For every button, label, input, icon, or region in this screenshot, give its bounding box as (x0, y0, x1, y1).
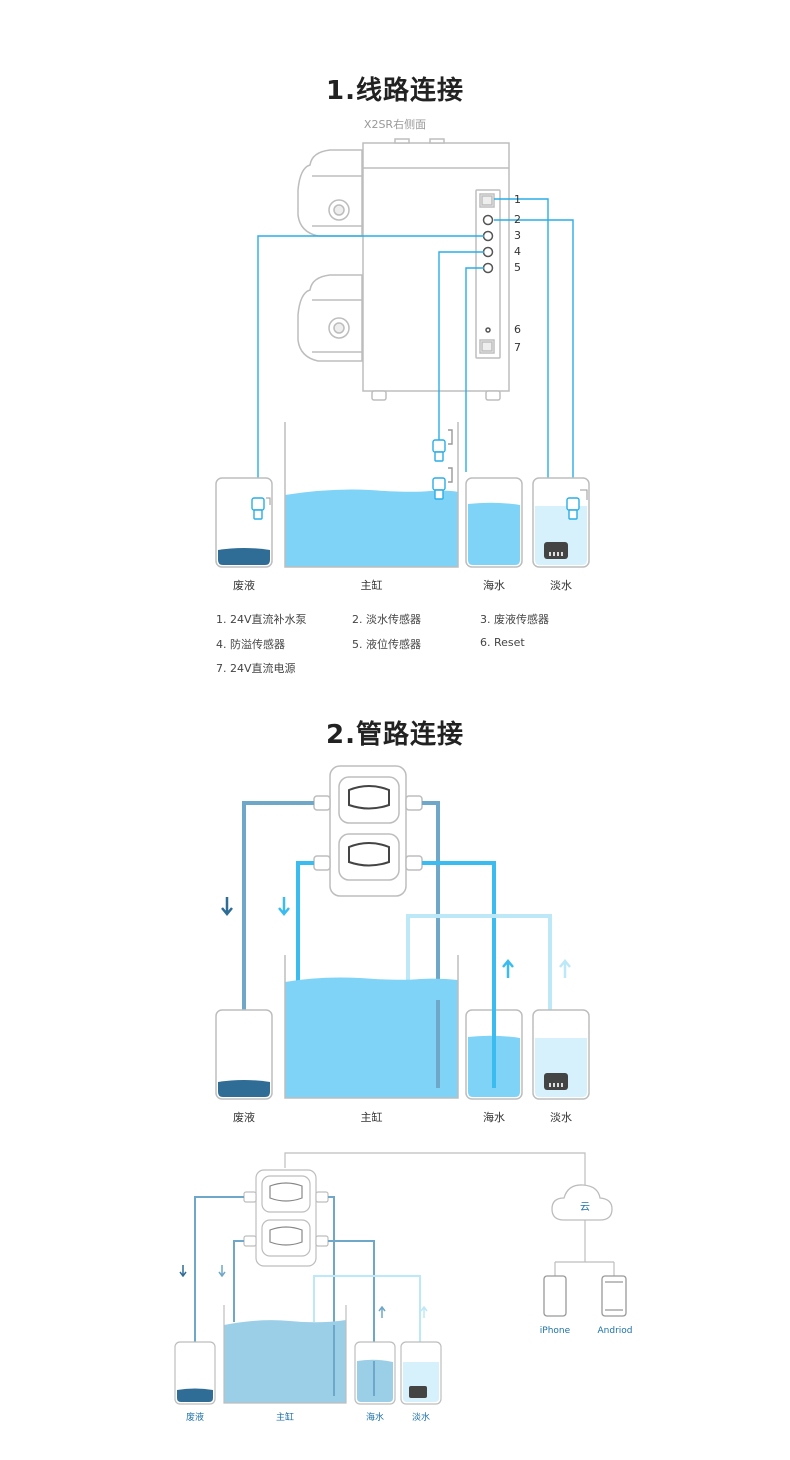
fresh-label-2: 淡水 (550, 1111, 572, 1124)
pipes-3 (194, 1196, 421, 1396)
port-number-2: 2 (514, 213, 521, 226)
main-tank-3 (223, 1305, 347, 1404)
flow-arrows-2 (221, 897, 571, 1042)
main-tank-1 (284, 422, 459, 568)
x2sr-device (297, 138, 510, 401)
legend-item-4: 4. 防溢传感器 (216, 638, 285, 651)
pump-stack-3 (243, 1169, 329, 1267)
fresh-label-3: 淡水 (411, 1413, 430, 1423)
port-number-7: 7 (514, 341, 521, 354)
legend-item-1: 1. 24V直流补水泵 (216, 613, 307, 626)
section2-title: 2.管路连接 (326, 720, 464, 750)
port-number-5: 5 (514, 261, 521, 274)
sea-container-2 (465, 1000, 523, 1100)
fresh-container-3 (400, 1341, 442, 1405)
waste-label-3: 废液 (185, 1413, 204, 1423)
sensor-wires (257, 198, 574, 498)
sea-container-3 (354, 1341, 396, 1405)
port-number-6: 6 (514, 323, 521, 336)
level-sensors (432, 429, 453, 500)
legend-item-7: 7. 24V直流电源 (216, 662, 296, 675)
pump-stack-2 (313, 765, 423, 897)
iphone-icon (543, 1275, 567, 1317)
fresh-container-1 (532, 477, 590, 568)
sea-container-1 (465, 477, 523, 568)
legend-item-2: 2. 淡水传感器 (352, 613, 421, 626)
legend-item-3: 3. 废液传感器 (480, 613, 549, 626)
port-number-1: 1 (514, 193, 521, 206)
legend-item-6: 6. Reset (480, 636, 525, 649)
waste-label-2: 废液 (233, 1111, 255, 1124)
main-tank-label-3: 主缸 (275, 1413, 294, 1423)
fresh-container-2 (532, 1009, 590, 1100)
device-side-caption: X2SR右侧面 (363, 118, 427, 131)
android-icon (601, 1275, 627, 1317)
iphone-label: iPhone (539, 1326, 571, 1336)
waste-container-2 (215, 1009, 273, 1100)
waste-container-1 (215, 477, 273, 568)
main-tank-2 (284, 955, 459, 1099)
waste-container-3 (174, 1341, 216, 1405)
network-lines (284, 1152, 615, 1276)
sea-label-3: 海水 (365, 1413, 384, 1423)
sea-label-2: 海水 (483, 1111, 505, 1124)
cloud-label: 云 (580, 1202, 590, 1213)
waste-label-1: 废液 (233, 579, 255, 592)
section1-title: 1.线路连接 (326, 76, 464, 106)
port-number-3: 3 (514, 229, 521, 242)
legend-item-5: 5. 液位传感器 (352, 638, 421, 651)
port-number-4: 4 (514, 245, 521, 258)
main-tank-label-2: 主缸 (360, 1111, 383, 1124)
android-label: Andriod (597, 1326, 633, 1336)
fresh-label-1: 淡水 (550, 579, 572, 592)
cloud-icon (551, 1184, 613, 1221)
sea-label-1: 海水 (483, 579, 505, 592)
main-tank-label-1: 主缸 (360, 579, 383, 592)
